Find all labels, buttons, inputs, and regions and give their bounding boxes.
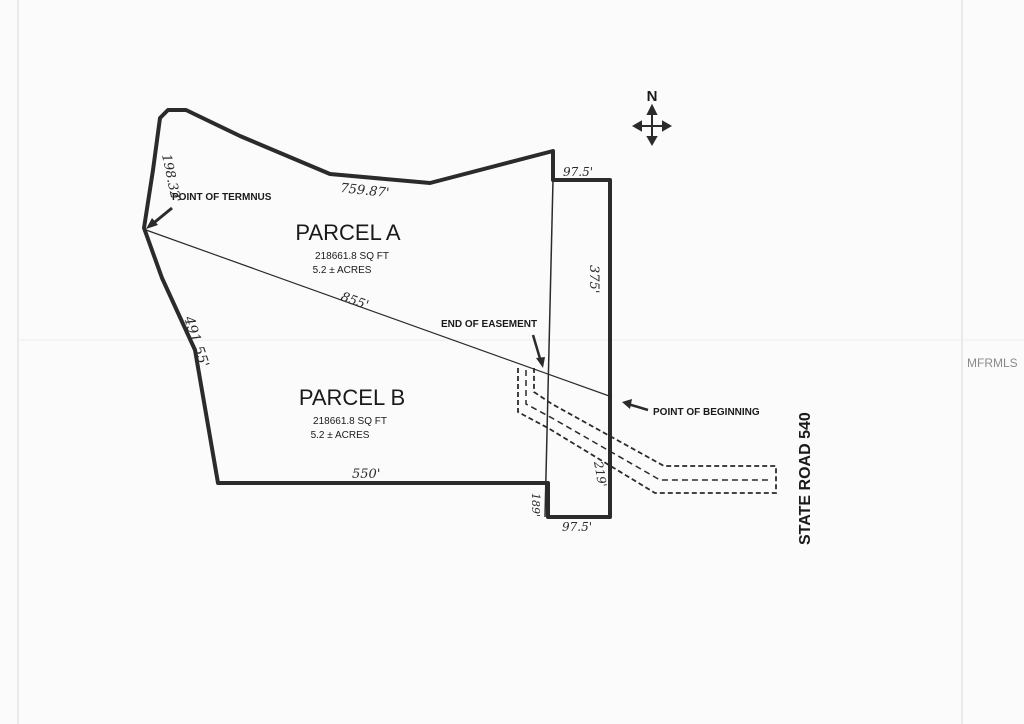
dimension-left-lower: 491.55' — [180, 313, 212, 369]
easement-arrow-icon — [531, 334, 545, 368]
beginning-arrow-icon — [622, 399, 649, 412]
parcel-a-title: PARCEL A — [295, 220, 400, 245]
dimension-diagonal: 855' — [339, 290, 371, 314]
strip-inner-line — [544, 179, 554, 518]
watermark-text: MFRMLS — [967, 356, 1018, 370]
north-label: N — [647, 88, 658, 105]
compass-arrows-icon — [631, 103, 673, 147]
easement-path — [517, 368, 777, 494]
dimension-bottom-right: 97.5' — [562, 520, 592, 534]
parcel-b-area: 218661.8 SQ FT — [313, 416, 387, 427]
parcel-boundary — [142, 108, 612, 519]
easement-centerline — [525, 370, 770, 481]
dimension-right-upper: 375' — [586, 265, 601, 293]
dimension-right-lower: 219' — [591, 459, 610, 488]
dimension-top-edge: 759.87' — [340, 181, 390, 201]
point-of-termnus-label: POINT OF TERMNUS — [172, 192, 272, 203]
point-of-beginning-label: POINT OF BEGINNING — [653, 407, 760, 418]
dimension-top-right: 97.5' — [563, 165, 593, 179]
parcel-a-area: 218661.8 SQ FT — [315, 251, 389, 262]
dimension-left-upper: 198.32' — [158, 153, 183, 204]
dimension-bottom-edge: 550' — [352, 467, 380, 482]
termnus-arrow-icon — [146, 206, 173, 229]
end-of-easement-label: END OF EASEMENT — [441, 319, 537, 330]
state-road-label: STATE ROAD 540 — [797, 412, 814, 545]
dimension-inner-lower: 189' — [529, 493, 542, 517]
parcel-b-title: PARCEL B — [299, 385, 405, 410]
parcel-a-acres: 5.2 ± ACRES — [313, 265, 372, 276]
parcel-b-acres: 5.2 ± ACRES — [311, 430, 370, 441]
